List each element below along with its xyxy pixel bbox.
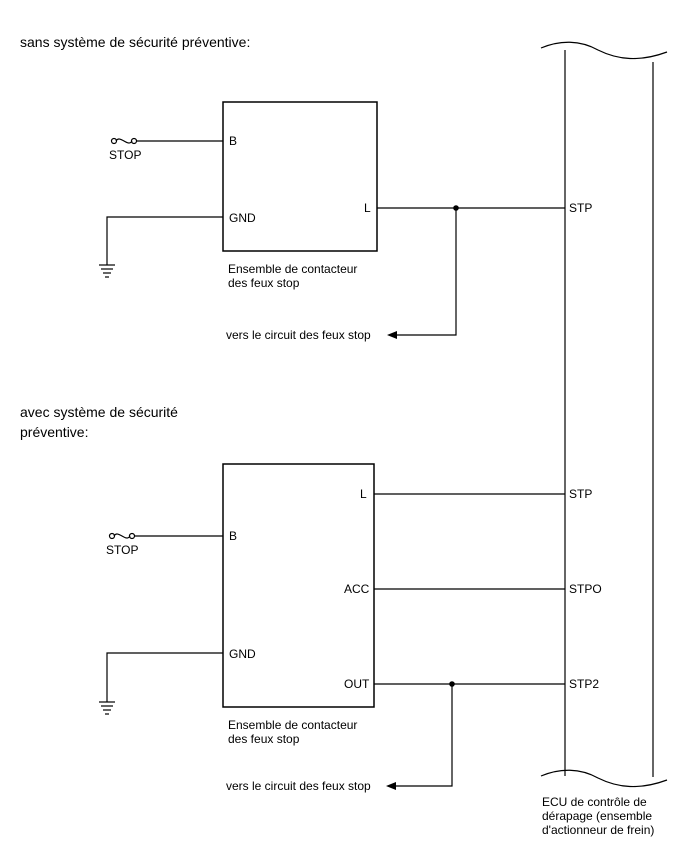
pin-b-label: B [229, 529, 237, 543]
wire-to-stoplight [395, 208, 457, 336]
switch-caption-line2: des feux stop [228, 276, 300, 290]
pin-gnd-label: GND [229, 647, 256, 661]
pin-out-label: OUT [344, 677, 370, 691]
switch-caption-line1: Ensemble de contacteur [228, 262, 357, 276]
ecu-terminal-stp2: STP2 [569, 677, 599, 691]
stop-switch-box [222, 463, 375, 708]
heading-with-system-line1: avec système de sécurité [20, 404, 178, 420]
wire-to-stoplight [394, 684, 453, 787]
ecu-terminal-stp: STP [569, 201, 592, 215]
arrow-left-icon [386, 782, 396, 790]
pin-l-label: L [364, 201, 371, 215]
wire-gnd [106, 652, 223, 702]
ground-icon [99, 701, 115, 715]
wire-gnd [106, 216, 223, 265]
arrow-label: vers le circuit des feux stop [226, 779, 371, 793]
ecu-block [540, 41, 668, 788]
arrow-label: vers le circuit des feux stop [226, 328, 371, 342]
fuse-label: STOP [109, 148, 141, 162]
switch-caption-line2: des feux stop [228, 732, 300, 746]
ecu-terminal-stpo: STPO [569, 582, 602, 596]
ground-icon [99, 264, 115, 278]
stop-switch-box [222, 101, 378, 252]
pin-gnd-label: GND [229, 211, 256, 225]
ecu-terminal-stp: STP [569, 487, 592, 501]
fuse-icon [110, 137, 138, 145]
pin-acc-label: ACC [344, 582, 370, 596]
fuse-icon [108, 532, 136, 540]
fuse-label: STOP [106, 543, 138, 557]
ecu-bottom-break [540, 769, 668, 788]
switch-caption-line1: Ensemble de contacteur [228, 718, 357, 732]
ecu-caption-line1: ECU de contrôle de [542, 795, 647, 809]
ecu-caption-line2: dérapage (ensemble [542, 809, 652, 823]
lower-circuit: STOP B GND L ACC OUT vers le circuit des… [99, 463, 602, 793]
pin-b-label: B [229, 134, 237, 148]
upper-circuit: STOP B GND L vers le circuit des feux st… [99, 101, 592, 342]
heading-with-system-line2: préventive: [20, 424, 88, 440]
heading-without-system: sans système de sécurité préventive: [20, 34, 250, 50]
pin-l-label: L [360, 487, 367, 501]
ecu-caption-line3: d'actionneur de frein) [542, 823, 654, 837]
ecu-top-break [540, 41, 668, 60]
arrow-left-icon [387, 331, 397, 339]
